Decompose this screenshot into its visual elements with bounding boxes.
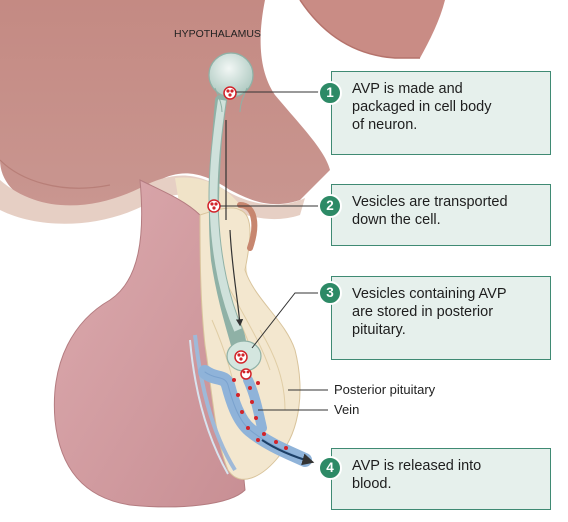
vesicle-terminal xyxy=(234,350,248,364)
step-3-number: 3 xyxy=(318,281,342,305)
leader-lines xyxy=(220,91,328,411)
boundary-line-light xyxy=(189,339,229,475)
vesicle-contents xyxy=(210,89,250,374)
boundary-line xyxy=(193,334,237,472)
vein-label: Vein xyxy=(334,402,360,417)
release-arrow xyxy=(261,439,315,466)
step-3-box: Vesicles containing AVP are stored in po… xyxy=(331,276,551,360)
leader-step-3 xyxy=(251,292,322,349)
vein-branch xyxy=(243,375,267,433)
step-4-box: AVP is released into blood. xyxy=(331,448,551,510)
step-1-box: AVP is made and packaged in cell body of… xyxy=(331,71,551,155)
vesicle-release xyxy=(240,368,252,380)
step-2-box: Vesicles are transported down the cell. xyxy=(331,184,551,246)
step-4-number: 4 xyxy=(318,456,342,480)
vesicle-soma xyxy=(223,86,237,100)
released-avp-droplets xyxy=(232,378,288,450)
step-1-number: 1 xyxy=(318,81,342,105)
vesicle-axon xyxy=(207,199,221,213)
posterior-pituitary-label: Posterior pituitary xyxy=(334,382,436,397)
transport-arrow xyxy=(225,120,240,325)
hypothalamus-label: HYPOTHALAMUS xyxy=(174,28,261,40)
step-2-number: 2 xyxy=(318,194,342,218)
